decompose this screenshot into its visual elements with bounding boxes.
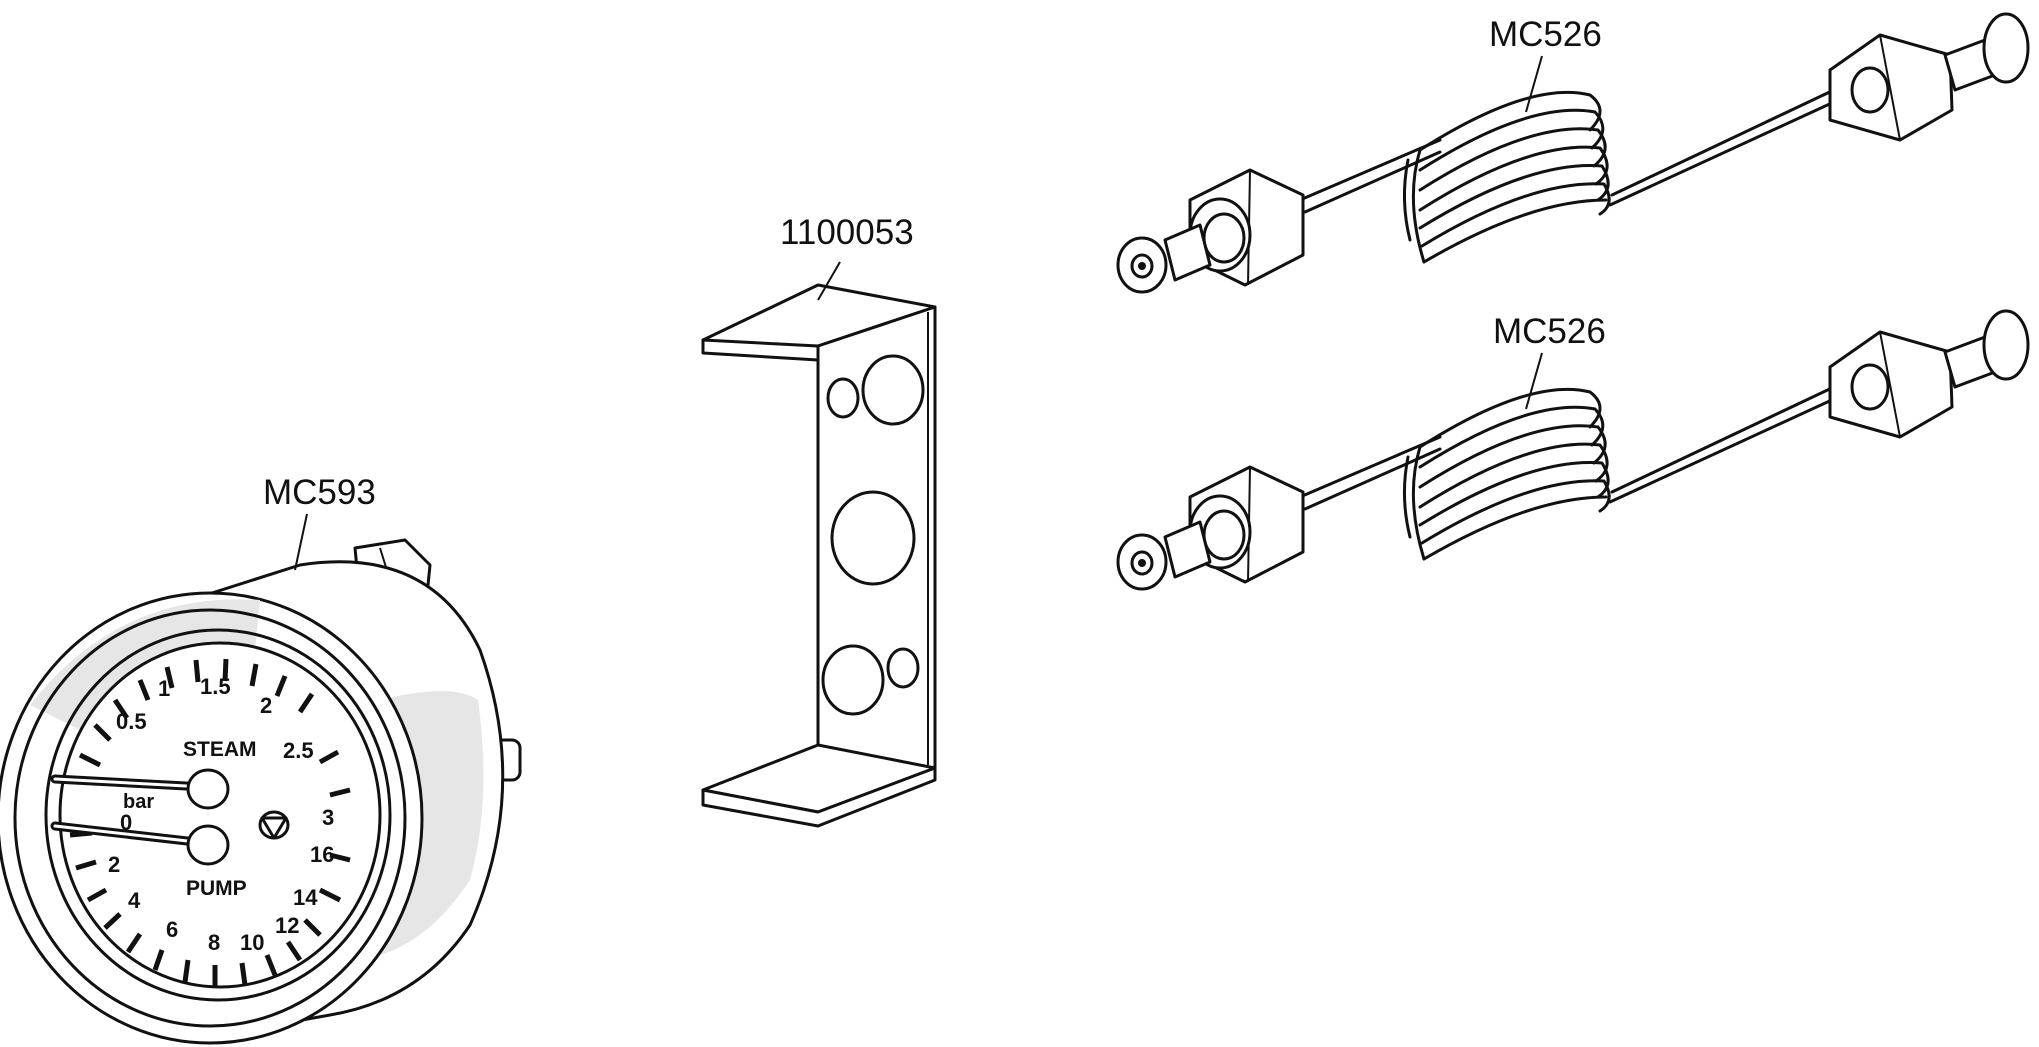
steam-scale-3: 3 xyxy=(322,805,334,830)
manufacturer-logo-icon xyxy=(258,810,290,840)
steam-scale-1.5: 1.5 xyxy=(200,674,231,699)
capillary-pipe-bottom: MC526 xyxy=(1116,309,2030,591)
mounting-bracket: 1100053 xyxy=(701,213,937,828)
pipe-top-part-label: MC526 xyxy=(1489,15,1602,54)
gauge-leader-line xyxy=(294,513,308,571)
pipe-nut-right-bottom xyxy=(1828,330,1954,439)
pump-scale-6: 6 xyxy=(166,917,178,942)
bracket-leader-line xyxy=(817,261,841,301)
steam-label: STEAM xyxy=(183,738,257,761)
pressure-gauge: 0 0.5 1 1.5 2 2.5 3 2 4 6 8 10 12 14 16 … xyxy=(0,473,522,1045)
pipe-bottom-leader-line xyxy=(1525,352,1543,410)
pump-scale-8: 8 xyxy=(208,930,220,955)
pump-scale-16: 16 xyxy=(310,842,334,867)
gauge-ticks xyxy=(69,658,351,987)
pipe-bottom-part-label: MC526 xyxy=(1493,312,1606,351)
steam-scale-0.5: 0.5 xyxy=(116,709,147,734)
pipe-olive-right-top xyxy=(1943,12,2030,92)
pipe-nut-right-top xyxy=(1828,33,1954,142)
pipe-olive-left-top xyxy=(1116,223,1212,294)
pump-scale-10: 10 xyxy=(240,930,264,955)
capillary-pipe-top: MC526 xyxy=(1116,12,2030,294)
steam-scale-2.5: 2.5 xyxy=(283,738,314,763)
steam-scale-1: 1 xyxy=(158,676,170,701)
steam-scale-0: 0 xyxy=(120,810,132,835)
pump-scale-12: 12 xyxy=(275,913,299,938)
bracket-part-label: 1100053 xyxy=(780,213,914,252)
pump-label: PUMP xyxy=(186,877,247,900)
pipe-olive-left-bottom xyxy=(1116,520,1212,591)
gauge-part-label: MC593 xyxy=(263,473,376,512)
pump-scale-14: 14 xyxy=(293,885,318,910)
pump-scale-2: 2 xyxy=(108,852,120,877)
pipe-top-leader-line xyxy=(1525,55,1543,113)
pipe-olive-right-bottom xyxy=(1943,309,2030,389)
pump-scale-4: 4 xyxy=(128,888,141,913)
unit-label: bar xyxy=(123,791,154,813)
gauge-needles xyxy=(50,768,230,866)
gauge-dial-face: 0 0.5 1 1.5 2 2.5 3 2 4 6 8 10 12 14 16 … xyxy=(50,641,382,989)
steam-scale-2: 2 xyxy=(260,693,272,718)
pipe-coil-top xyxy=(1402,90,1611,264)
pipe-coil-bottom xyxy=(1402,387,1611,561)
